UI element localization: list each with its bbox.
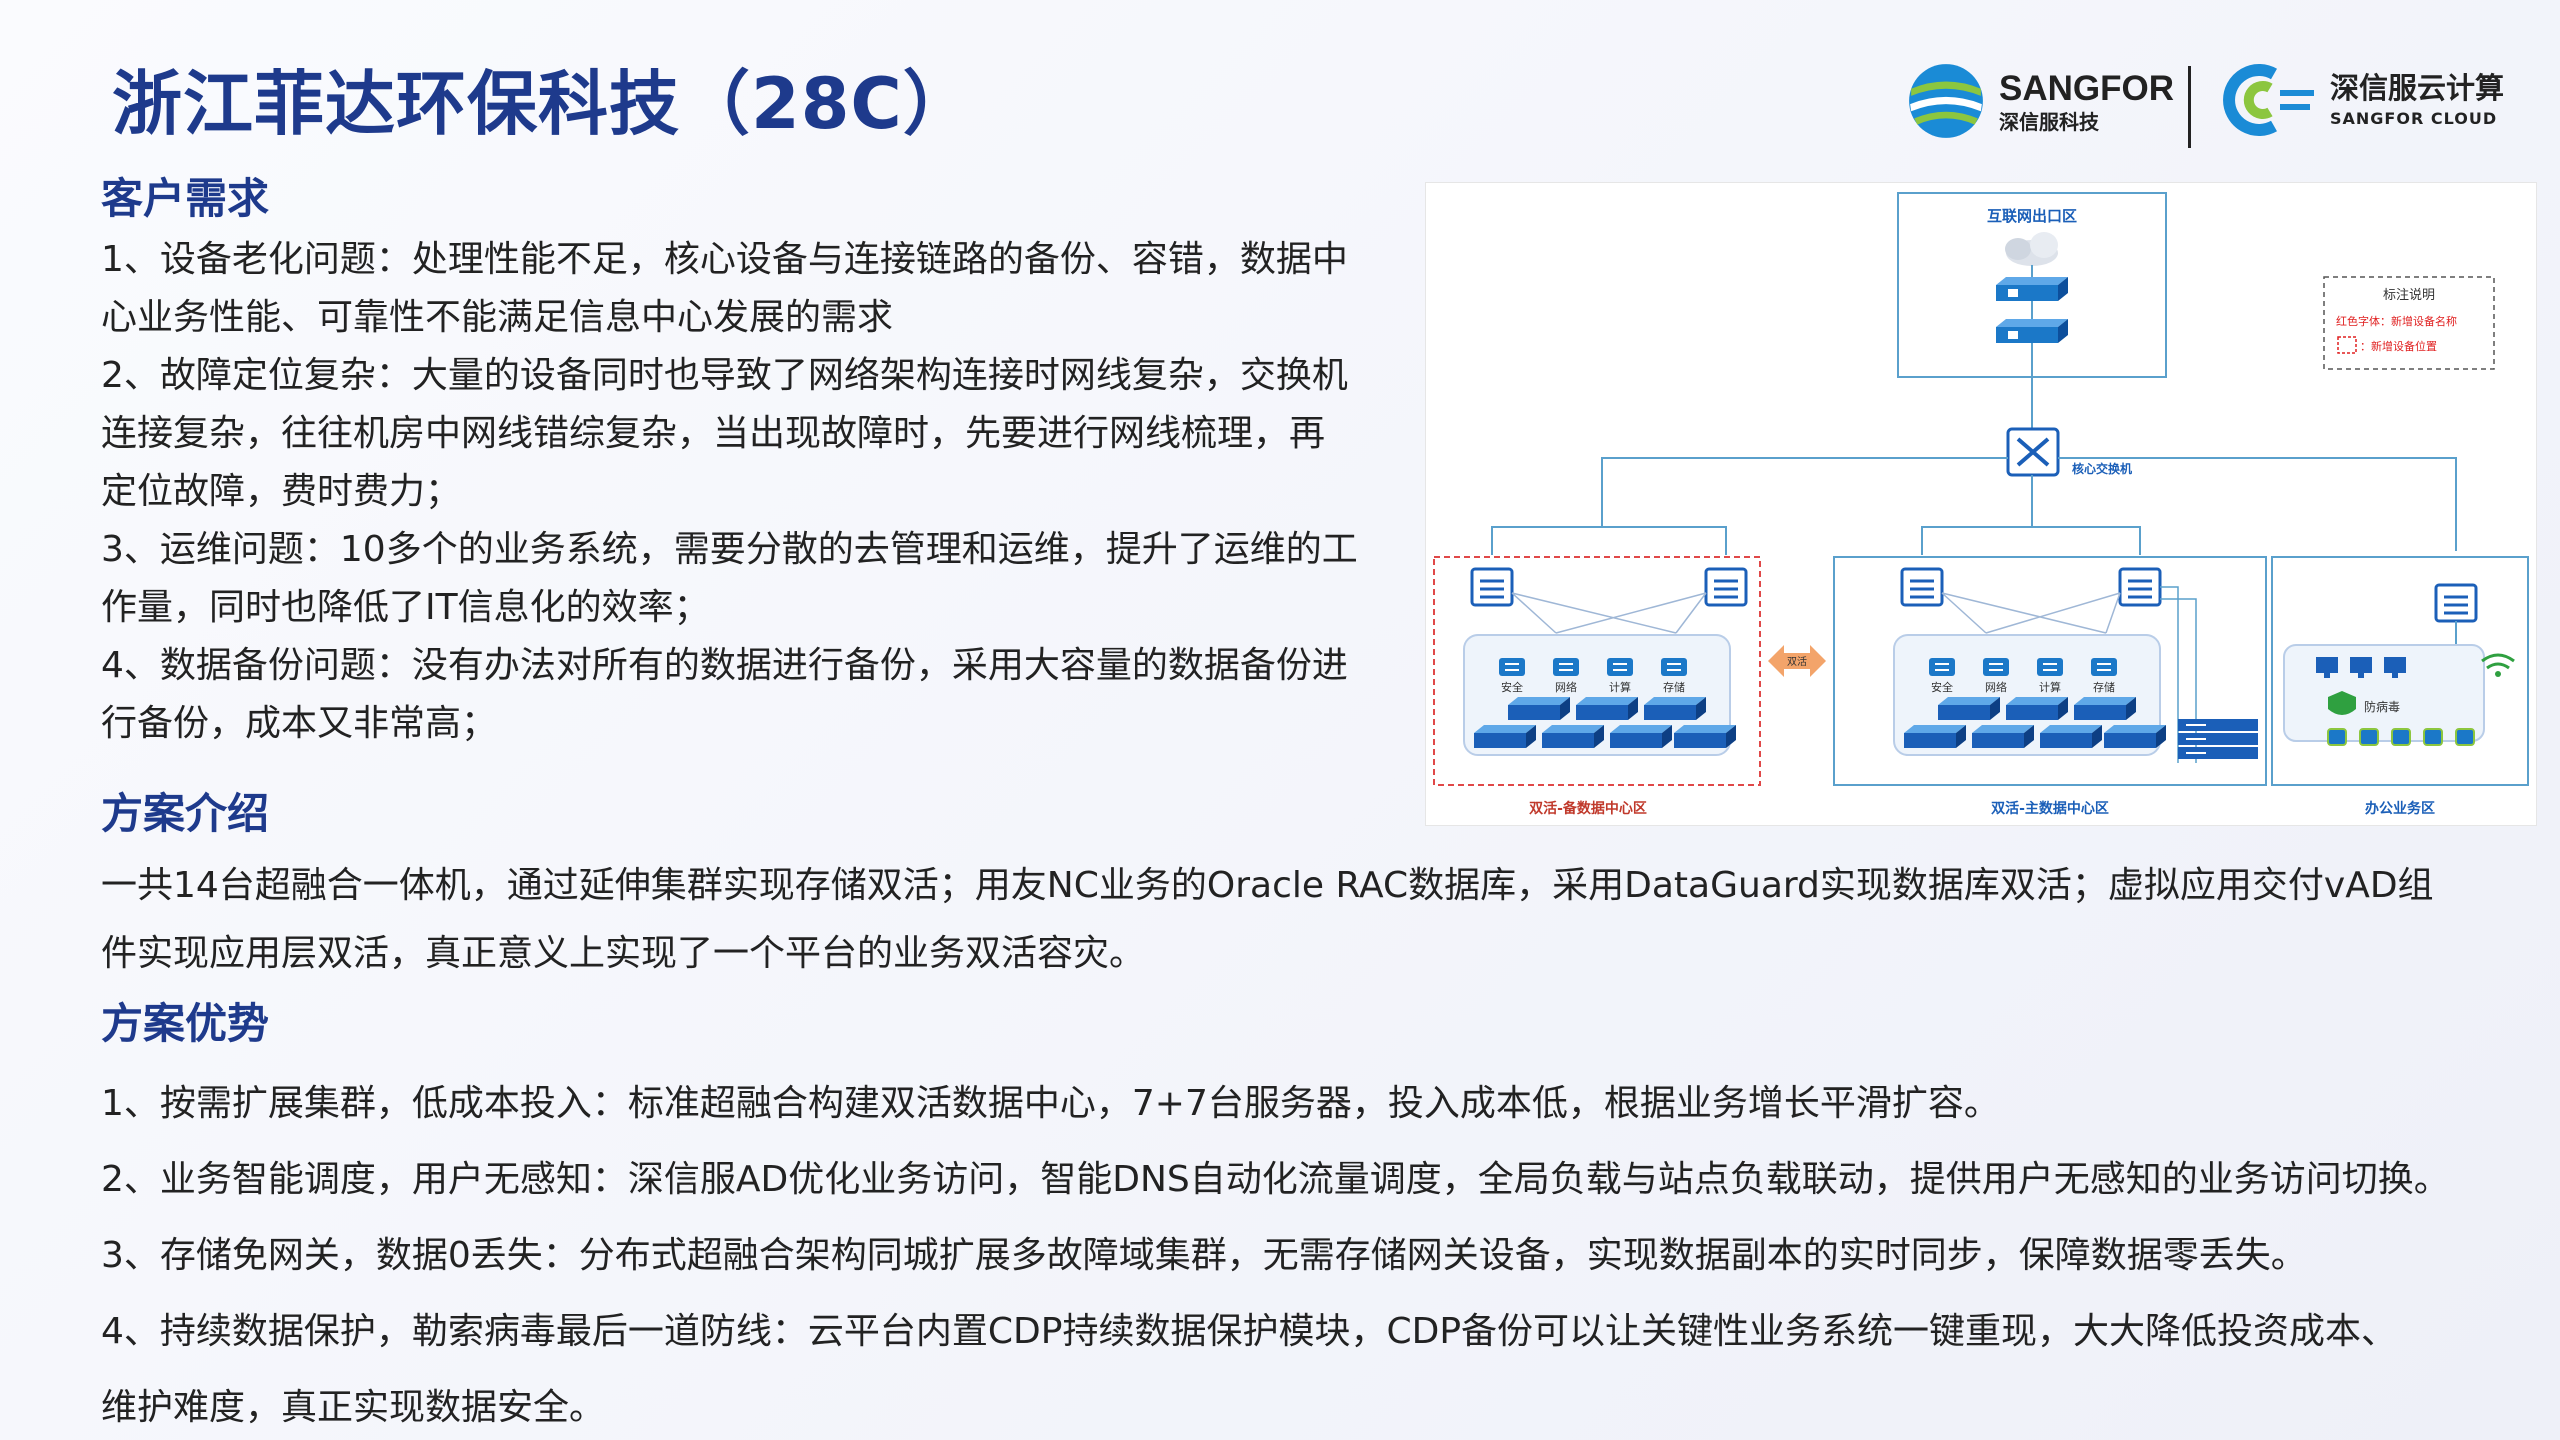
solution-heading: 方案介绍 [101, 789, 270, 838]
antivirus-label: 防病毒 [2364, 699, 2400, 714]
backup-dc-zone [1433, 556, 1761, 786]
hci-node [1904, 725, 1966, 748]
demand-line: 2、故障定位复杂：大量的设备同时也导致了网络架构连接时网线复杂，交换机 [101, 355, 1348, 396]
legend-box [2323, 276, 2495, 370]
hci-node [1972, 725, 2034, 748]
hci-node [1610, 725, 1672, 748]
main-dc-label: 双活-主数据中心区 [1991, 800, 2109, 817]
module-label: 存储 [2093, 680, 2115, 694]
cloud-name: 深信服云计算 [2330, 70, 2505, 105]
main-dc-zone [1833, 556, 2267, 786]
sangfor-sub: 深信服科技 [1999, 109, 2099, 134]
office-label: 办公业务区 [2365, 800, 2435, 817]
page-title: 浙江菲达环保科技（28C） [112, 63, 974, 145]
advantage-line: 2、业务智能调度，用户无感知：深信服AD优化业务访问，智能DNS自动化流量调度，… [101, 1159, 2450, 1200]
cloud-icon [2005, 232, 2058, 266]
hci-node [2006, 697, 2068, 720]
storage-server-icon [2178, 719, 2258, 759]
backup-dc-label: 双活-备数据中心区 [1529, 800, 1647, 817]
sangfor-cloud-logo: 深信服云计算 SANGFOR CLOUD [2222, 60, 2504, 140]
hci-node [1542, 725, 1604, 748]
office-zone [2271, 556, 2529, 786]
demand-heading: 客户需求 [101, 174, 270, 223]
module-label: 计算 [2039, 680, 2061, 694]
module-label: 安全 [1931, 680, 1953, 694]
demand-line: 3、运维问题：10多个的业务系统，需要分散的去管理和运维，提升了运维的工 [101, 529, 1358, 570]
module-label: 计算 [1609, 680, 1631, 694]
hci-node [2104, 725, 2166, 748]
hci-node [2074, 697, 2136, 720]
sangfor-cloud-icon [2223, 64, 2314, 136]
demand-line: 心业务性能、可靠性不能满足信息中心发展的需求 [101, 297, 894, 338]
demand-line: 定位故障，费时费力； [101, 471, 462, 512]
pc-icon [2316, 657, 2406, 678]
legend-box-text: ：新增设备位置 [2360, 339, 2437, 353]
switch-icon [1900, 567, 1944, 607]
advantages-heading: 方案优势 [101, 999, 270, 1048]
hci-node [1938, 697, 2000, 720]
demand-line: 连接复杂，往往机房中网线错综复杂，当出现故障时，先要进行网线梳理，再 [101, 413, 1326, 454]
switch-icon [1470, 567, 1514, 607]
module-label: 安全 [1501, 680, 1523, 694]
network-diagram: 互联网出口区 核心交换机 标注说明 红色字体：新增设备名称 ：新增设备位置 [1425, 182, 2537, 826]
core-switch-label: 核心交换机 [2072, 461, 2132, 476]
hci-node [1576, 697, 1638, 720]
router-icon [1996, 319, 2068, 343]
wifi-icon [2481, 653, 2515, 677]
sangfor-logo: SANGFOR 深信服科技 [1905, 60, 2174, 142]
legend-box-sample [2337, 336, 2357, 354]
sangfor-name: SANGFOR [1999, 68, 2174, 108]
demand-line: 1、设备老化问题：处理性能不足，核心设备与连接链路的备份、容错，数据中 [101, 239, 1348, 280]
hci-node [1508, 697, 1570, 720]
solution-line: 件实现应用层双活，真正意义上实现了一个平台的业务双活容灾。 [101, 933, 1146, 974]
demand-line: 4、数据备份问题：没有办法对所有的数据进行备份，采用大容量的数据备份进 [101, 645, 1348, 686]
switch-icon [1704, 567, 1748, 607]
active-active-arrow [1768, 645, 1826, 677]
switch-icon [2118, 567, 2162, 607]
cloud-sub: SANGFOR CLOUD [2330, 108, 2498, 128]
legend-title: 标注说明 [2383, 288, 2435, 303]
sangfor-globe-icon [1909, 64, 1983, 138]
advantage-line: 3、存储免网关，数据0丢失：分布式超融合架构同城扩展多故障域集群，无需存储网关设… [101, 1235, 2307, 1276]
demand-line: 行备份，成本又非常高； [101, 703, 498, 744]
demand-line: 作量，同时也降低了IT信息化的效率； [101, 587, 710, 628]
module-label: 网络 [1555, 680, 1577, 694]
hci-node [2040, 725, 2102, 748]
module-label: 存储 [1663, 680, 1685, 694]
hci-node [1474, 725, 1536, 748]
logo-area: SANGFOR 深信服科技 深信服云计算 SANGFOR CLOUD [1905, 60, 2505, 150]
advantage-line: 1、按需扩展集群，低成本投入：标准超融合构建双活数据中心，7+7台服务器，投入成… [101, 1083, 2000, 1124]
shield-icon [2328, 691, 2356, 715]
logo-divider [2188, 66, 2191, 148]
switch-icon [2434, 583, 2478, 623]
firewall-icon [1996, 277, 2068, 301]
solution-line: 一共14台超融合一体机，通过延伸集群实现存储双活；用友NC业务的Oracle R… [101, 865, 2434, 906]
hci-node [1674, 725, 1736, 748]
legend-red-text: 红色字体：新增设备名称 [2336, 314, 2457, 328]
hci-node [1644, 697, 1706, 720]
internet-zone-label: 互联网出口区 [1987, 207, 2077, 225]
core-switch-icon [2006, 427, 2060, 477]
advantage-line: 维护难度，真正实现数据安全。 [101, 1387, 606, 1428]
advantage-line: 4、持续数据保护，勒索病毒最后一道防线：云平台内置CDP持续数据保护模块，CDP… [101, 1311, 2398, 1352]
endpoint-icon [2327, 728, 2475, 746]
module-label: 网络 [1985, 680, 2007, 694]
active-active-label: 双活 [1787, 656, 1807, 668]
